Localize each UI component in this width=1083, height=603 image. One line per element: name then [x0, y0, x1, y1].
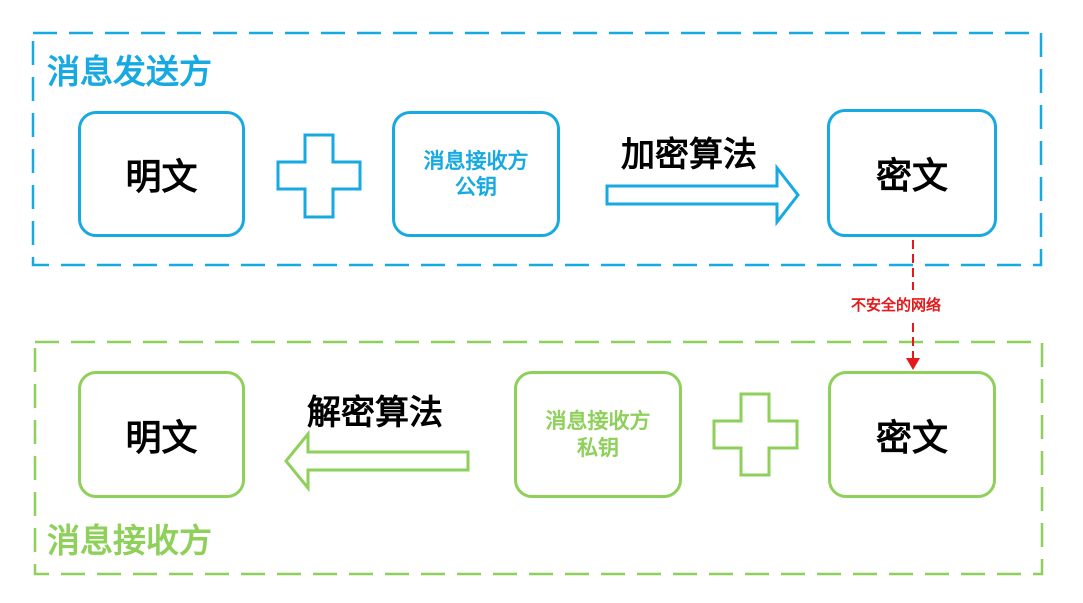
sender-region-border — [31, 31, 1043, 267]
private-key-line1: 消息接收方 — [545, 409, 651, 434]
sender-plus-icon — [276, 133, 362, 219]
private-key-line2: 私钥 — [577, 435, 619, 460]
receiver-private-key-box: 消息接收方 私钥 — [514, 371, 682, 498]
receiver-region-border — [33, 340, 1044, 576]
receiver-ciphertext-box: 密文 — [828, 371, 996, 498]
encrypt-arrow-icon — [605, 163, 800, 227]
receiver-plaintext-box: 明文 — [78, 371, 245, 498]
receiver-public-key-box: 消息接收方 公钥 — [392, 111, 560, 237]
decrypt-algorithm-label: 解密算法 — [307, 393, 443, 433]
encrypt-algorithm-label: 加密算法 — [621, 135, 757, 175]
insecure-network-label: 不安全的网络 — [851, 296, 942, 314]
public-key-line2: 公钥 — [455, 175, 497, 199]
receiver-plus-icon — [712, 392, 799, 477]
network-arrowhead-icon — [906, 358, 920, 370]
sender-plaintext-label: 明文 — [125, 157, 198, 198]
sender-ciphertext-label: 密文 — [875, 156, 948, 197]
sender-plaintext-box: 明文 — [78, 111, 245, 237]
sender-region-title: 消息发送方 — [47, 52, 212, 91]
public-key-line1: 消息接收方 — [423, 148, 529, 173]
receiver-region-title: 消息接收方 — [47, 521, 212, 560]
sender-ciphertext-box: 密文 — [827, 109, 997, 237]
receiver-ciphertext-label: 密文 — [875, 417, 948, 459]
decrypt-arrow-icon — [284, 429, 470, 493]
receiver-plaintext-label: 明文 — [125, 417, 198, 459]
